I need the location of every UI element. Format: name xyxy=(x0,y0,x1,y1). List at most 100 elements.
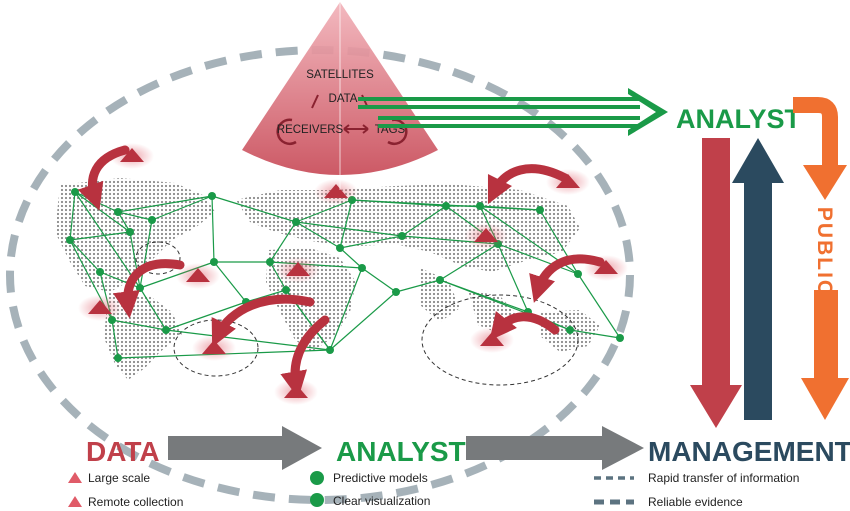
network-node xyxy=(358,264,366,272)
large-scale-triangle-icon xyxy=(68,472,82,483)
curve-arrow-7 xyxy=(489,311,560,341)
clear-visualization-dot-icon xyxy=(310,493,324,507)
pyramid-satellites-label: SATELLITES xyxy=(306,69,374,81)
double-arrow-icon xyxy=(343,124,369,134)
network-node xyxy=(66,236,74,244)
remote-collection-triangle-icon xyxy=(68,496,82,507)
tag-marker xyxy=(314,179,358,205)
network-node xyxy=(476,202,484,210)
orange-down-arrow xyxy=(814,290,838,380)
network-node xyxy=(136,284,144,292)
network-edge xyxy=(339,247,363,269)
tags-cycle-icon xyxy=(387,118,408,145)
network-node xyxy=(96,268,104,276)
network-node xyxy=(208,192,216,200)
network-node xyxy=(536,206,544,214)
red-down-arrow xyxy=(702,138,730,388)
network-edge xyxy=(569,329,621,339)
curved-arrows xyxy=(77,145,605,399)
network-node xyxy=(162,326,170,334)
network-edge xyxy=(401,205,447,237)
legend-remote-collection: Remote collection xyxy=(88,495,183,509)
curve-arrow-2 xyxy=(112,259,185,319)
gray-arrow-1 xyxy=(168,426,322,470)
network-node xyxy=(616,334,624,342)
network-edge xyxy=(329,267,363,351)
network-node xyxy=(148,216,156,224)
pyramid-receivers-label: RECEIVERS xyxy=(277,124,344,136)
orange-curve-arrow xyxy=(793,97,838,168)
network-edge xyxy=(439,243,499,281)
network-edge xyxy=(211,195,215,263)
network-edge xyxy=(69,191,76,241)
network-edge xyxy=(139,219,153,289)
public-label: PUBLIC xyxy=(813,207,836,297)
network-node xyxy=(392,288,400,296)
network-edge xyxy=(111,319,119,359)
dashed-circle-east xyxy=(421,294,579,386)
navy-up-arrow xyxy=(744,180,772,420)
dashed-circle-south xyxy=(173,319,259,377)
tag-marker xyxy=(192,335,236,361)
bottom-management-title: MANAGEMENT xyxy=(648,436,850,467)
network-node xyxy=(442,202,450,210)
network-edge xyxy=(295,221,403,237)
network-edge xyxy=(269,261,287,291)
network-node xyxy=(210,258,218,266)
network-edge xyxy=(117,211,153,221)
network-edge xyxy=(139,287,167,331)
tag-marker xyxy=(464,223,508,249)
network-node xyxy=(71,188,79,196)
network-edge xyxy=(295,221,341,249)
predictive-models-dot-icon xyxy=(310,471,324,485)
network-edge xyxy=(69,231,131,241)
green-data-arrows xyxy=(358,97,640,128)
network-edge xyxy=(165,301,247,331)
dashed-circle-west xyxy=(135,241,181,275)
curve-arrow-5 xyxy=(487,164,570,205)
bottom-data-title: DATA xyxy=(86,436,160,467)
curve-arrow-1 xyxy=(77,145,130,211)
network-edge xyxy=(339,235,403,249)
network-edge xyxy=(339,199,353,249)
network-edge xyxy=(245,289,287,303)
legend-rapid-transfer: Rapid transfer of information xyxy=(648,471,799,485)
network-edge xyxy=(69,239,101,273)
tag-marker xyxy=(470,327,514,353)
network-edge xyxy=(361,267,397,293)
network-node xyxy=(126,228,134,236)
pyramid xyxy=(242,2,438,190)
network-edge xyxy=(151,195,213,221)
network-node xyxy=(336,244,344,252)
pyramid-data-label: DATA xyxy=(329,93,358,105)
network-edge xyxy=(117,195,213,213)
network-edge xyxy=(497,243,529,313)
network-node xyxy=(114,354,122,362)
network-edge xyxy=(577,273,621,339)
network-node xyxy=(398,232,406,240)
network-node xyxy=(326,346,334,354)
legend-large-scale: Large scale xyxy=(88,471,150,485)
curve-arrow-6 xyxy=(529,254,605,303)
network-edge xyxy=(213,261,247,303)
network-edge xyxy=(395,279,441,293)
tag-marker xyxy=(276,257,320,283)
network-node xyxy=(566,326,574,334)
network-edge xyxy=(211,195,297,223)
tag-marker xyxy=(78,295,122,321)
curve-arrow-3 xyxy=(211,294,315,348)
network-node xyxy=(114,208,122,216)
network-edge xyxy=(329,291,397,351)
green-arrow-head xyxy=(628,88,668,136)
bottom-analyst-title: ANALYST xyxy=(336,436,466,467)
legend-predictive-models: Predictive models xyxy=(333,471,428,485)
network-edge xyxy=(269,221,297,263)
network-node xyxy=(282,286,290,294)
legend-reliable-evidence: Reliable evidence xyxy=(648,495,743,509)
right-analyst-title: ANALYST xyxy=(676,104,802,134)
network-node xyxy=(266,258,274,266)
tag-marker xyxy=(176,263,220,289)
network-nodes xyxy=(66,188,624,362)
